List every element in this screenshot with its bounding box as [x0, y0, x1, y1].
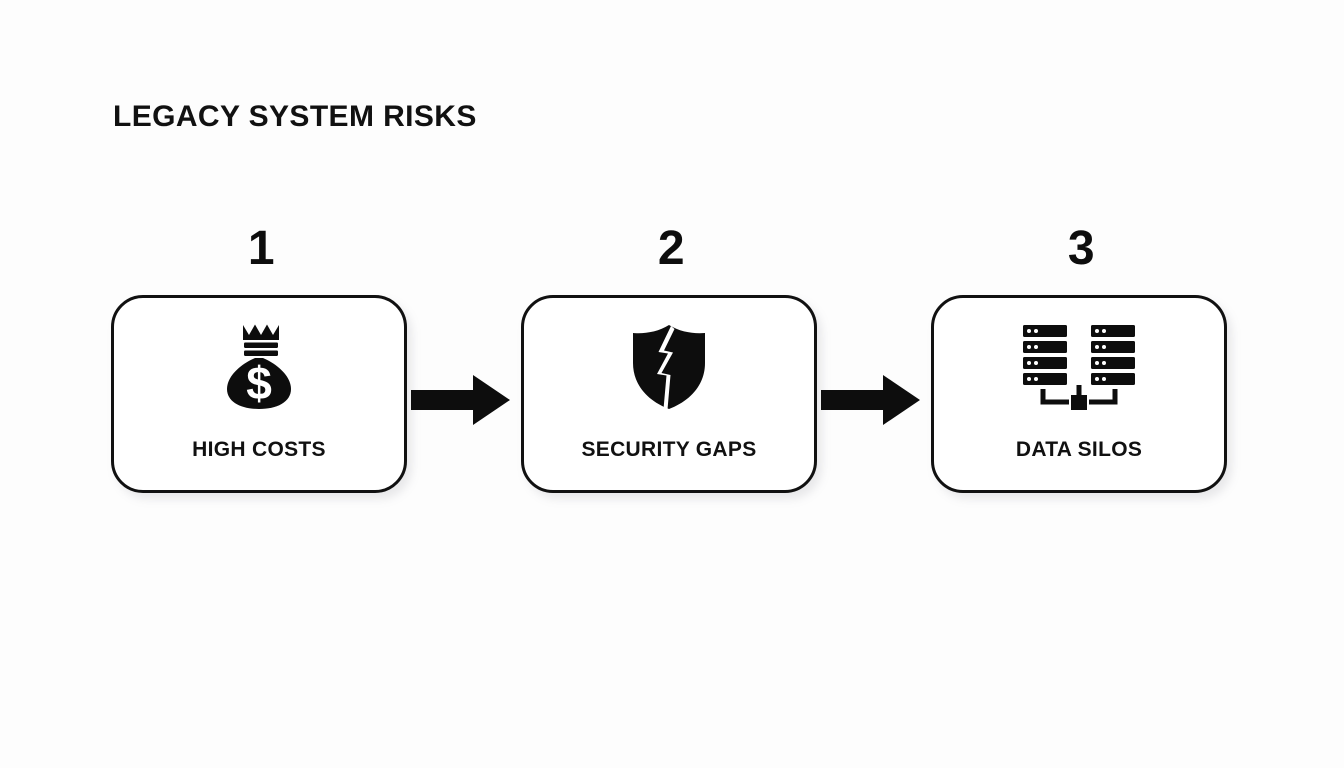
step-number-1: 1	[247, 222, 275, 275]
card-high-costs[interactable]: $ HIGH COSTS	[111, 295, 407, 493]
step-number-3: 3	[1067, 222, 1095, 275]
card-label-data-silos: DATA SILOS	[1015, 438, 1143, 461]
arrow-right-icon-2	[821, 372, 921, 433]
money-bag-icon: $	[223, 321, 295, 413]
svg-text:$: $	[246, 357, 272, 409]
data-silos-servers-icon	[1021, 321, 1137, 413]
arrow-right-icon-1	[411, 372, 511, 433]
card-label-security-gaps: SECURITY GAPS	[581, 438, 757, 461]
cracked-shield-icon	[630, 321, 708, 413]
step-number-2: 2	[657, 222, 685, 275]
card-security-gaps[interactable]: SECURITY GAPS	[521, 295, 817, 493]
page-title: LEGACY SYSTEM RISKS	[113, 100, 477, 133]
card-label-high-costs: HIGH COSTS	[192, 438, 326, 461]
card-data-silos[interactable]: DATA SILOS	[931, 295, 1227, 493]
